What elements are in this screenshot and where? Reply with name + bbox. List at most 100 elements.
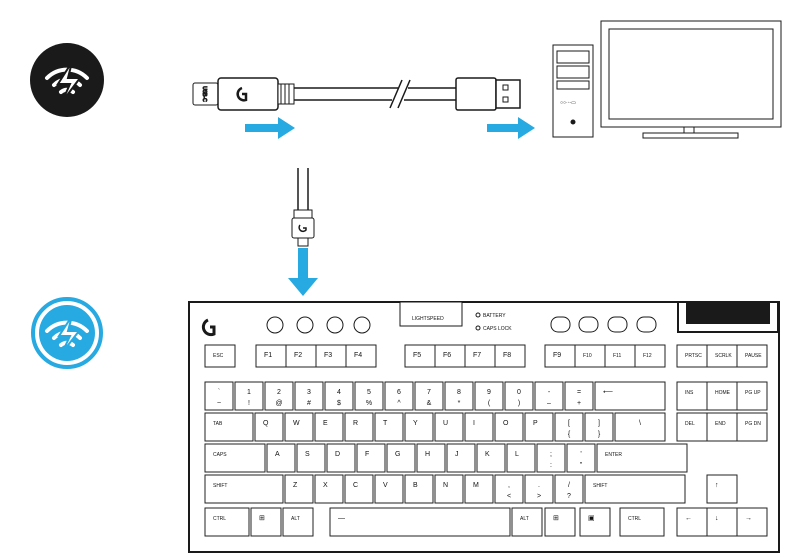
key-2-8[interactable] — [464, 412, 494, 442]
key-2-7[interactable] — [434, 412, 464, 442]
key-3-7[interactable] — [446, 443, 476, 473]
key-1-0[interactable] — [204, 381, 234, 411]
key-2-0[interactable] — [204, 412, 254, 442]
key-1-6[interactable] — [384, 381, 414, 411]
key-2-1[interactable] — [254, 412, 284, 442]
key-0-8[interactable] — [494, 344, 526, 368]
key-3-11[interactable] — [566, 443, 596, 473]
key-1-5[interactable] — [354, 381, 384, 411]
key-5-3[interactable] — [329, 507, 511, 537]
key-3-0[interactable] — [204, 443, 266, 473]
key-label: CTRL — [213, 516, 226, 522]
key-3-6[interactable] — [416, 443, 446, 473]
key-1-8[interactable] — [444, 381, 474, 411]
key-2-16[interactable] — [736, 412, 768, 442]
key-label: ↑ — [715, 482, 719, 489]
key-1-3[interactable] — [294, 381, 324, 411]
key-1-4[interactable] — [324, 381, 354, 411]
key-label: P — [533, 420, 538, 427]
key-label: PG UP — [745, 390, 761, 396]
key-2-3[interactable] — [314, 412, 344, 442]
key-label: F6 — [443, 352, 451, 359]
key-1-13[interactable] — [594, 381, 666, 411]
key-label: F7 — [473, 352, 481, 359]
key-label: DEL — [685, 421, 695, 427]
key-4-10[interactable] — [554, 474, 584, 504]
key-3-12[interactable] — [596, 443, 688, 473]
key-5-9[interactable] — [706, 507, 738, 537]
key-5-7[interactable] — [619, 507, 665, 537]
key-3-4[interactable] — [356, 443, 386, 473]
key-2-13[interactable] — [614, 412, 666, 442]
key-2-10[interactable] — [524, 412, 554, 442]
key-4-6[interactable] — [434, 474, 464, 504]
key-1-2[interactable] — [264, 381, 294, 411]
key-label: CTRL — [628, 516, 641, 522]
key-3-2[interactable] — [296, 443, 326, 473]
key-2-9[interactable] — [494, 412, 524, 442]
key-1-7[interactable] — [414, 381, 444, 411]
key-2-15[interactable] — [706, 412, 738, 442]
key-4-3[interactable] — [344, 474, 374, 504]
key-4-11[interactable] — [584, 474, 686, 504]
key-5-6[interactable] — [579, 507, 611, 537]
key-label: J — [455, 451, 459, 458]
key-1-9[interactable] — [474, 381, 504, 411]
key-2-5[interactable] — [374, 412, 404, 442]
key-1-16[interactable] — [736, 381, 768, 411]
key-3-9[interactable] — [506, 443, 536, 473]
key-4-9[interactable] — [524, 474, 554, 504]
key-3-10[interactable] — [536, 443, 566, 473]
key-label: ] — [598, 420, 600, 427]
key-label: D — [335, 451, 340, 458]
key-0-0[interactable] — [204, 344, 236, 368]
key-shift-label: ( — [488, 400, 491, 407]
key-5-2[interactable] — [282, 507, 314, 537]
key-1-1[interactable] — [234, 381, 264, 411]
key-1-11[interactable] — [534, 381, 564, 411]
key-1-15[interactable] — [706, 381, 738, 411]
key-3-3[interactable] — [326, 443, 356, 473]
key-1-12[interactable] — [564, 381, 594, 411]
key-4-7[interactable] — [464, 474, 494, 504]
key-5-4[interactable] — [511, 507, 543, 537]
key-2-11[interactable] — [554, 412, 584, 442]
key-shift-label: & — [427, 400, 432, 407]
key-label: F4 — [354, 352, 362, 359]
key-3-8[interactable] — [476, 443, 506, 473]
key-1-14[interactable] — [676, 381, 708, 411]
key-5-5[interactable] — [544, 507, 576, 537]
key-label: SHIFT — [593, 483, 607, 489]
key-2-2[interactable] — [284, 412, 314, 442]
key-4-1[interactable] — [284, 474, 314, 504]
key-shift-label: ) — [518, 400, 520, 407]
key-3-5[interactable] — [386, 443, 416, 473]
key-3-1[interactable] — [266, 443, 296, 473]
key-1-10[interactable] — [504, 381, 534, 411]
key-4-12[interactable] — [706, 474, 738, 504]
key-0-15[interactable] — [736, 344, 768, 368]
key-label: F5 — [413, 352, 421, 359]
key-2-4[interactable] — [344, 412, 374, 442]
key-4-5[interactable] — [404, 474, 434, 504]
key-2-12[interactable] — [584, 412, 614, 442]
key-label: → — [745, 515, 752, 522]
key-label: Z — [293, 482, 298, 489]
key-5-10[interactable] — [736, 507, 768, 537]
key-5-8[interactable] — [676, 507, 708, 537]
key-label: ⊞ — [259, 515, 265, 522]
key-5-1[interactable] — [250, 507, 282, 537]
key-shift-label: " — [580, 462, 583, 469]
key-0-12[interactable] — [634, 344, 666, 368]
key-4-8[interactable] — [494, 474, 524, 504]
key-4-2[interactable] — [314, 474, 344, 504]
key-2-14[interactable] — [676, 412, 708, 442]
key-2-6[interactable] — [404, 412, 434, 442]
key-label: B — [413, 482, 418, 489]
key-0-4[interactable] — [345, 344, 377, 368]
key-4-4[interactable] — [374, 474, 404, 504]
key-5-0[interactable] — [204, 507, 250, 537]
key-4-0[interactable] — [204, 474, 284, 504]
key-label: / — [568, 482, 570, 489]
